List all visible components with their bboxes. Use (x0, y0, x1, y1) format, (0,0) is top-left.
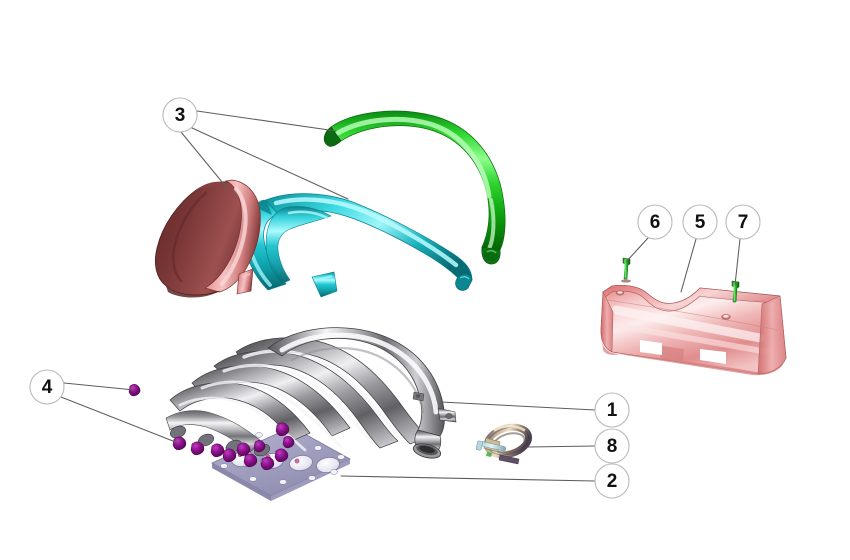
callout-7-circle[interactable] (725, 204, 761, 240)
part-hose-clamp (475, 423, 533, 465)
nut-row-mid (274, 422, 290, 463)
callout-5-label: 5 (695, 212, 706, 233)
callout-2-label: 2 (607, 471, 618, 492)
callout-8[interactable]: 8 (594, 428, 630, 464)
leader-lines (60, 110, 741, 482)
callout-2[interactable]: 2 (594, 463, 630, 499)
callout-8-label: 8 (607, 436, 618, 457)
callout-layer: 3 6 5 7 4 1 8 2 (29, 97, 761, 499)
callout-1[interactable]: 1 (594, 392, 630, 428)
part-air-duct-cyan (242, 193, 473, 298)
callout-4[interactable]: 4 (29, 369, 65, 405)
callout-7-label: 7 (738, 212, 749, 233)
callout-6[interactable]: 6 (637, 204, 673, 240)
part-heat-shield-screw-right (731, 280, 740, 303)
nut-row-lower (222, 440, 275, 471)
callout-6-circle[interactable] (637, 204, 673, 240)
callout-5-circle[interactable] (682, 204, 718, 240)
callout-1-circle[interactable] (594, 392, 630, 428)
callout-5[interactable]: 5 (682, 204, 718, 240)
callout-3-circle[interactable] (162, 97, 198, 133)
callout-4-label: 4 (42, 377, 53, 398)
part-air-duct-red (154, 179, 261, 298)
nut-isolated (128, 384, 141, 397)
callout-2-circle[interactable] (594, 463, 630, 499)
callout-6-label: 6 (650, 212, 661, 233)
callout-4-circle[interactable] (29, 369, 65, 405)
part-manifold-nuts (128, 384, 295, 471)
callout-7[interactable]: 7 (725, 204, 761, 240)
callout-3-label: 3 (175, 105, 186, 126)
part-heat-shield (600, 285, 787, 376)
callout-3[interactable]: 3 (162, 97, 198, 133)
part-air-duct-green (323, 110, 506, 265)
callout-1-label: 1 (607, 400, 618, 421)
part-heat-shield-screw-left (621, 257, 631, 283)
callout-8-circle[interactable] (594, 428, 630, 464)
